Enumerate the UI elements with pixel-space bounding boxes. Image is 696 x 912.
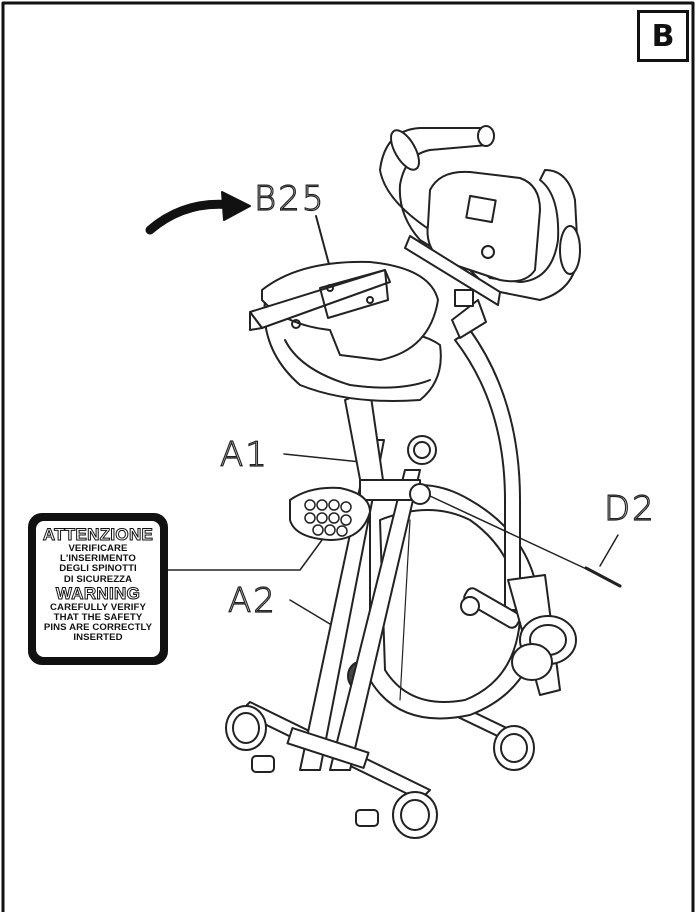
rear-pedal [289,486,371,541]
handlebar [379,125,581,301]
warning-title-it: ATTENZIONE [42,525,154,544]
warning-line: PINS ARE CORRECTLY [43,622,153,634]
warning-title-en: WARNING [55,583,141,603]
part-label-b25: B25 [253,179,326,219]
pedal-crank [460,574,577,696]
rotation-arrow-icon [145,191,251,235]
safety-pin-icon [429,495,622,588]
part-label-a1: A1 [219,435,269,475]
warning-line: DEGLI SPINOTTI [59,563,137,575]
leader-line-d2 [599,534,619,567]
warning-line: L'INSERIMENTO [60,553,136,565]
warning-line: INSERTED [73,632,123,644]
warning-label: ATTENZIONE VERIFICARE L'INSERIMENTO DEGL… [28,513,168,665]
warning-line: DI SICUREZZA [63,573,133,585]
leader-line-b25 [315,215,331,269]
warning-label-inner: ATTENZIONE VERIFICARE L'INSERIMENTO DEGL… [36,521,160,657]
warning-line: CAREFULLY VERIFY [50,601,146,613]
part-label-d2: D2 [603,489,656,529]
warning-body-it: VERIFICARE L'INSERIMENTO DEGLI SPINOTTI … [38,543,158,585]
leader-line-a2 [289,599,331,625]
part-label-a2: A2 [227,581,277,621]
seat-bracket [249,260,439,361]
console [404,170,541,306]
adjustment-knob [451,289,487,339]
warning-line: THAT THE SAFETY [53,612,143,624]
leader-line-warning [167,539,323,571]
warning-body-en: CAREFULLY VERIFY THAT THE SAFETY PINS AR… [38,601,158,644]
step-indicator: B [637,10,689,62]
warning-line: VERIFICARE [68,543,128,554]
